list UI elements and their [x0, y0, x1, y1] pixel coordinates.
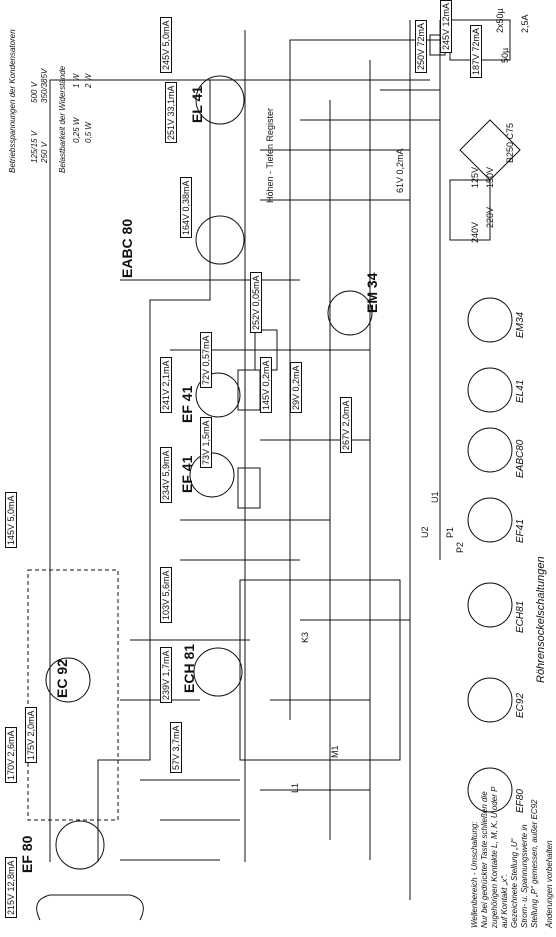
tube-label-ech81: ECH 81 — [181, 643, 197, 693]
b-plus-rail-1 — [97, 80, 211, 862]
op-psu-b: 245V 12mA — [440, 0, 452, 53]
op-em34-d: 267V 2,0mA — [340, 397, 352, 453]
filter-cap: 50µ — [500, 47, 510, 63]
mains-125v: 125V — [470, 166, 480, 188]
op-ec92-a: 175V 2,0mA — [25, 707, 37, 763]
fuse-rating: 2,5A — [520, 14, 530, 33]
note-line-5: Gezeichnete Stellung „U“ — [510, 838, 519, 928]
tube-el41 — [195, 75, 245, 125]
socket-label-ef41: EF41 — [515, 519, 526, 543]
op-em34-c: 29V 0,2mA — [290, 362, 302, 413]
op-psu-c: 187V 72mA — [470, 24, 482, 78]
switch-u2: U2 — [420, 526, 430, 538]
tube-ef41-b — [195, 372, 241, 418]
op-ef41-b1: 241V 2,1mA — [160, 357, 172, 413]
mains-150v: 150V — [485, 166, 495, 188]
socket-eabc80 — [467, 427, 513, 473]
op-em34-a: 252V 0,05mA — [250, 272, 262, 333]
op-ech81-c: 103V 5,6mA — [160, 567, 172, 623]
op-el41-b: 245V 5,0mA — [160, 17, 172, 73]
socket-em34 — [467, 297, 513, 343]
switch-m1: M1 — [330, 745, 340, 758]
note-line-6: Strom- u. Spannungswerte in — [520, 824, 529, 928]
tube-label-ef41-a: EF 41 — [179, 455, 195, 493]
tube-label-em34: EM 34 — [364, 272, 380, 313]
legend-res-w3: 0,5 W — [84, 122, 93, 143]
socket-el41 — [467, 367, 513, 413]
switch-l1: L1 — [290, 782, 300, 793]
legend-res-w1: 0,25 W — [72, 117, 81, 143]
note-line-7: Stellung „P“ gemessen, außer EC92 — [530, 799, 539, 928]
socket-label-ef80: EF80 — [515, 789, 526, 813]
note-line-1: Wellenbereich - Umschaltung: — [470, 821, 479, 928]
tube-label-ef41-b: EF 41 — [179, 385, 195, 423]
legend-cap-v2: 350/385V — [40, 68, 49, 103]
socket-label-eabc80: EABC80 — [515, 439, 526, 478]
hv-rail — [49, 79, 430, 862]
filter-cap-2: 2x50µ — [495, 8, 505, 33]
mains-240v: 240V — [470, 221, 480, 243]
socket-label-ec92: EC92 — [515, 692, 526, 718]
op-ef80-a: 215V 12,8mA — [5, 857, 17, 918]
tube-em34 — [327, 290, 373, 336]
op-eabc80: 164V 0,38mA — [180, 177, 192, 238]
legend-cap-title: Betriebsspannungen der Kondensatoren — [8, 29, 17, 173]
tube-eabc80 — [195, 215, 245, 265]
power-transformer — [449, 179, 491, 241]
legend-cap-v4: 250 V — [40, 142, 49, 163]
socket-ef80 — [467, 767, 513, 813]
socket-title: Röhrensockelschaltungen — [535, 556, 547, 683]
switch-p1: P1 — [445, 526, 455, 538]
tube-label-eabc80: EABC 80 — [119, 218, 135, 278]
note-line-2: Nur bei gedrückter Taste schließen die — [480, 791, 489, 928]
note-line-4: auf Kontakt „x“. — [500, 873, 509, 928]
op-psu-a: 250V 72mA — [415, 19, 427, 73]
switch-k3: K3 — [300, 631, 310, 643]
socket-ef41 — [467, 497, 513, 543]
mains-220v: 220V — [485, 206, 495, 228]
tube-ech81 — [193, 647, 243, 697]
if-transformer-1 — [237, 467, 261, 509]
socket-label-ech81: ECH81 — [515, 600, 526, 633]
tone-register-label: Höhen - Tiefen Register — [265, 107, 275, 203]
tube-label-ef80: EF 80 — [19, 835, 35, 873]
socket-ec92 — [467, 677, 513, 723]
tube-ef80 — [55, 820, 105, 870]
op-ef41-b2: 72V 0,57mA — [200, 332, 212, 388]
op-psu-d: 61V 0,2mA — [395, 148, 405, 193]
legend-cap-v1: 500 V — [30, 82, 39, 103]
switch-u1: U1 — [430, 491, 440, 503]
tube-label-ec92: EC 92 — [54, 659, 70, 698]
op-ech81-a: 57V 3,7mA — [170, 722, 182, 773]
tube-label-el41: EL 41 — [189, 85, 205, 123]
op-em34-b: 145V 0,2mA — [260, 357, 272, 413]
bridge-rectifier — [459, 119, 521, 181]
socket-label-em34: EM34 — [515, 311, 526, 338]
op-ef41-a2: 73V 1,5mA — [200, 417, 212, 468]
switch-p2: P2 — [455, 541, 465, 553]
osc-coil-box — [27, 569, 119, 821]
legend-res-w4: 2 W — [84, 73, 93, 88]
antenna-dipole — [36, 894, 144, 921]
legend-res-w2: 1 W — [72, 73, 81, 88]
b-plus-rail-3 — [289, 39, 440, 720]
op-el41-a: 251V 33,1mA — [165, 82, 177, 143]
tube-ef41-a — [189, 452, 235, 498]
rectifier-label: B250 C75 — [505, 122, 515, 163]
op-ef80-b: 170V 2,6mA — [5, 727, 17, 783]
note-line-8: Änderungen vorbehalten — [545, 840, 554, 928]
legend-cap-v3: 125/15 V — [30, 130, 39, 163]
tube-ec92 — [45, 657, 91, 703]
note-line-3: zugehörigen Kontakte L, M, K, U oder P — [490, 786, 499, 928]
op-ec92-b: 145V 5,0mA — [5, 492, 17, 548]
op-ef41-a1: 234V 5,9mA — [160, 447, 172, 503]
op-ech81-b: 239V 1,7mA — [160, 647, 172, 703]
legend-res-title: Belastbarkeit der Widerstände — [58, 65, 67, 173]
socket-ech81 — [467, 582, 513, 628]
socket-label-el41: EL41 — [515, 379, 526, 403]
